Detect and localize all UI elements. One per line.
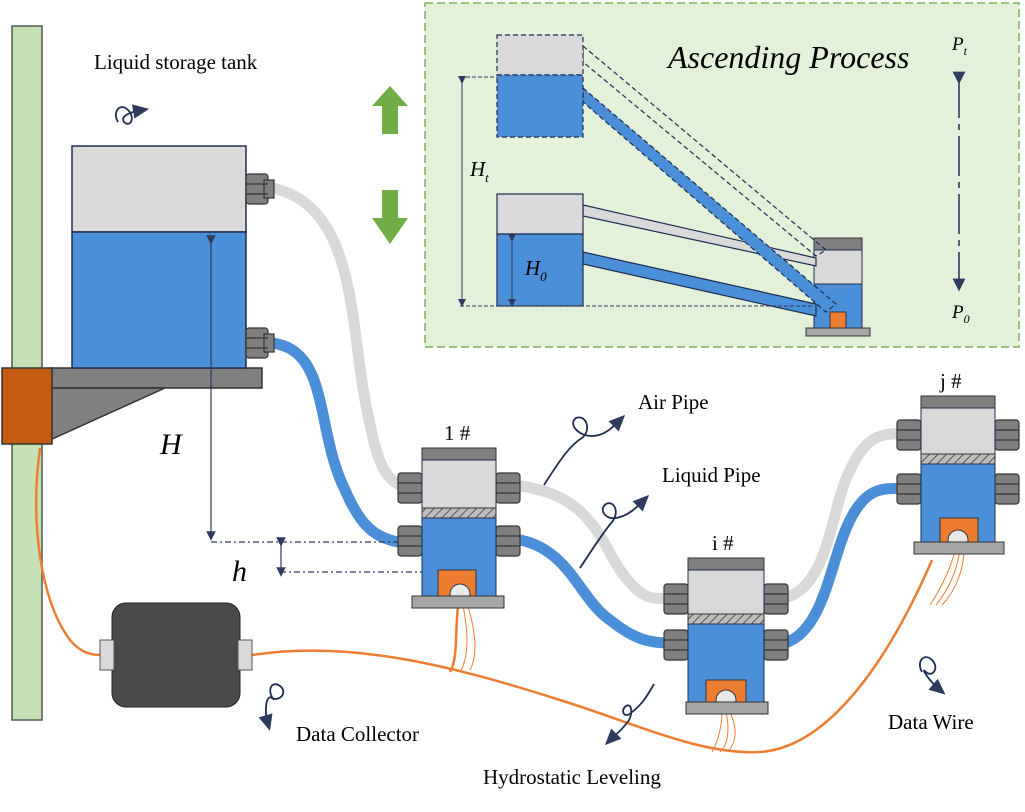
H-label: H xyxy=(159,428,184,461)
P0-label: P0 xyxy=(951,302,970,326)
sensor-j xyxy=(896,395,1020,555)
sensor-j-label: j # xyxy=(939,369,962,393)
up-down-arrow-icon xyxy=(372,86,408,244)
sensor-1-label: 1 # xyxy=(444,421,471,445)
liquid-storage-tank xyxy=(71,145,275,369)
data-collector xyxy=(99,602,253,708)
liquid-pipes xyxy=(266,337,910,649)
H0-label: H0 xyxy=(524,256,547,284)
h-label: h xyxy=(232,555,247,588)
tank-liquid-connector xyxy=(245,327,275,359)
ascending-process-inset xyxy=(424,2,1020,348)
tank-air-connector xyxy=(245,173,275,205)
leader-lines xyxy=(115,104,946,746)
liquid-pipe-label: Liquid Pipe xyxy=(662,463,761,487)
inset-title: Ascending Process xyxy=(666,39,909,75)
Ht-label: Ht xyxy=(469,157,489,185)
data-collector-label: Data Collector xyxy=(296,722,419,746)
hydrostatic-leveling-label: Hydrostatic Leveling xyxy=(483,765,661,789)
tank-bracket xyxy=(1,367,263,445)
air-pipe-label: Air Pipe xyxy=(638,390,709,414)
clamp-block xyxy=(1,367,53,445)
tank-label: Liquid storage tank xyxy=(94,50,258,74)
Pt-label: Pt xyxy=(951,34,968,58)
sensor-i-label: i # xyxy=(712,531,734,555)
air-pipes xyxy=(266,182,910,604)
sensor-1 xyxy=(397,447,521,609)
data-wire-label: Data Wire xyxy=(888,710,974,734)
height-dimensions xyxy=(206,235,440,577)
data-wires xyxy=(35,447,934,754)
sensor-i xyxy=(663,557,789,715)
